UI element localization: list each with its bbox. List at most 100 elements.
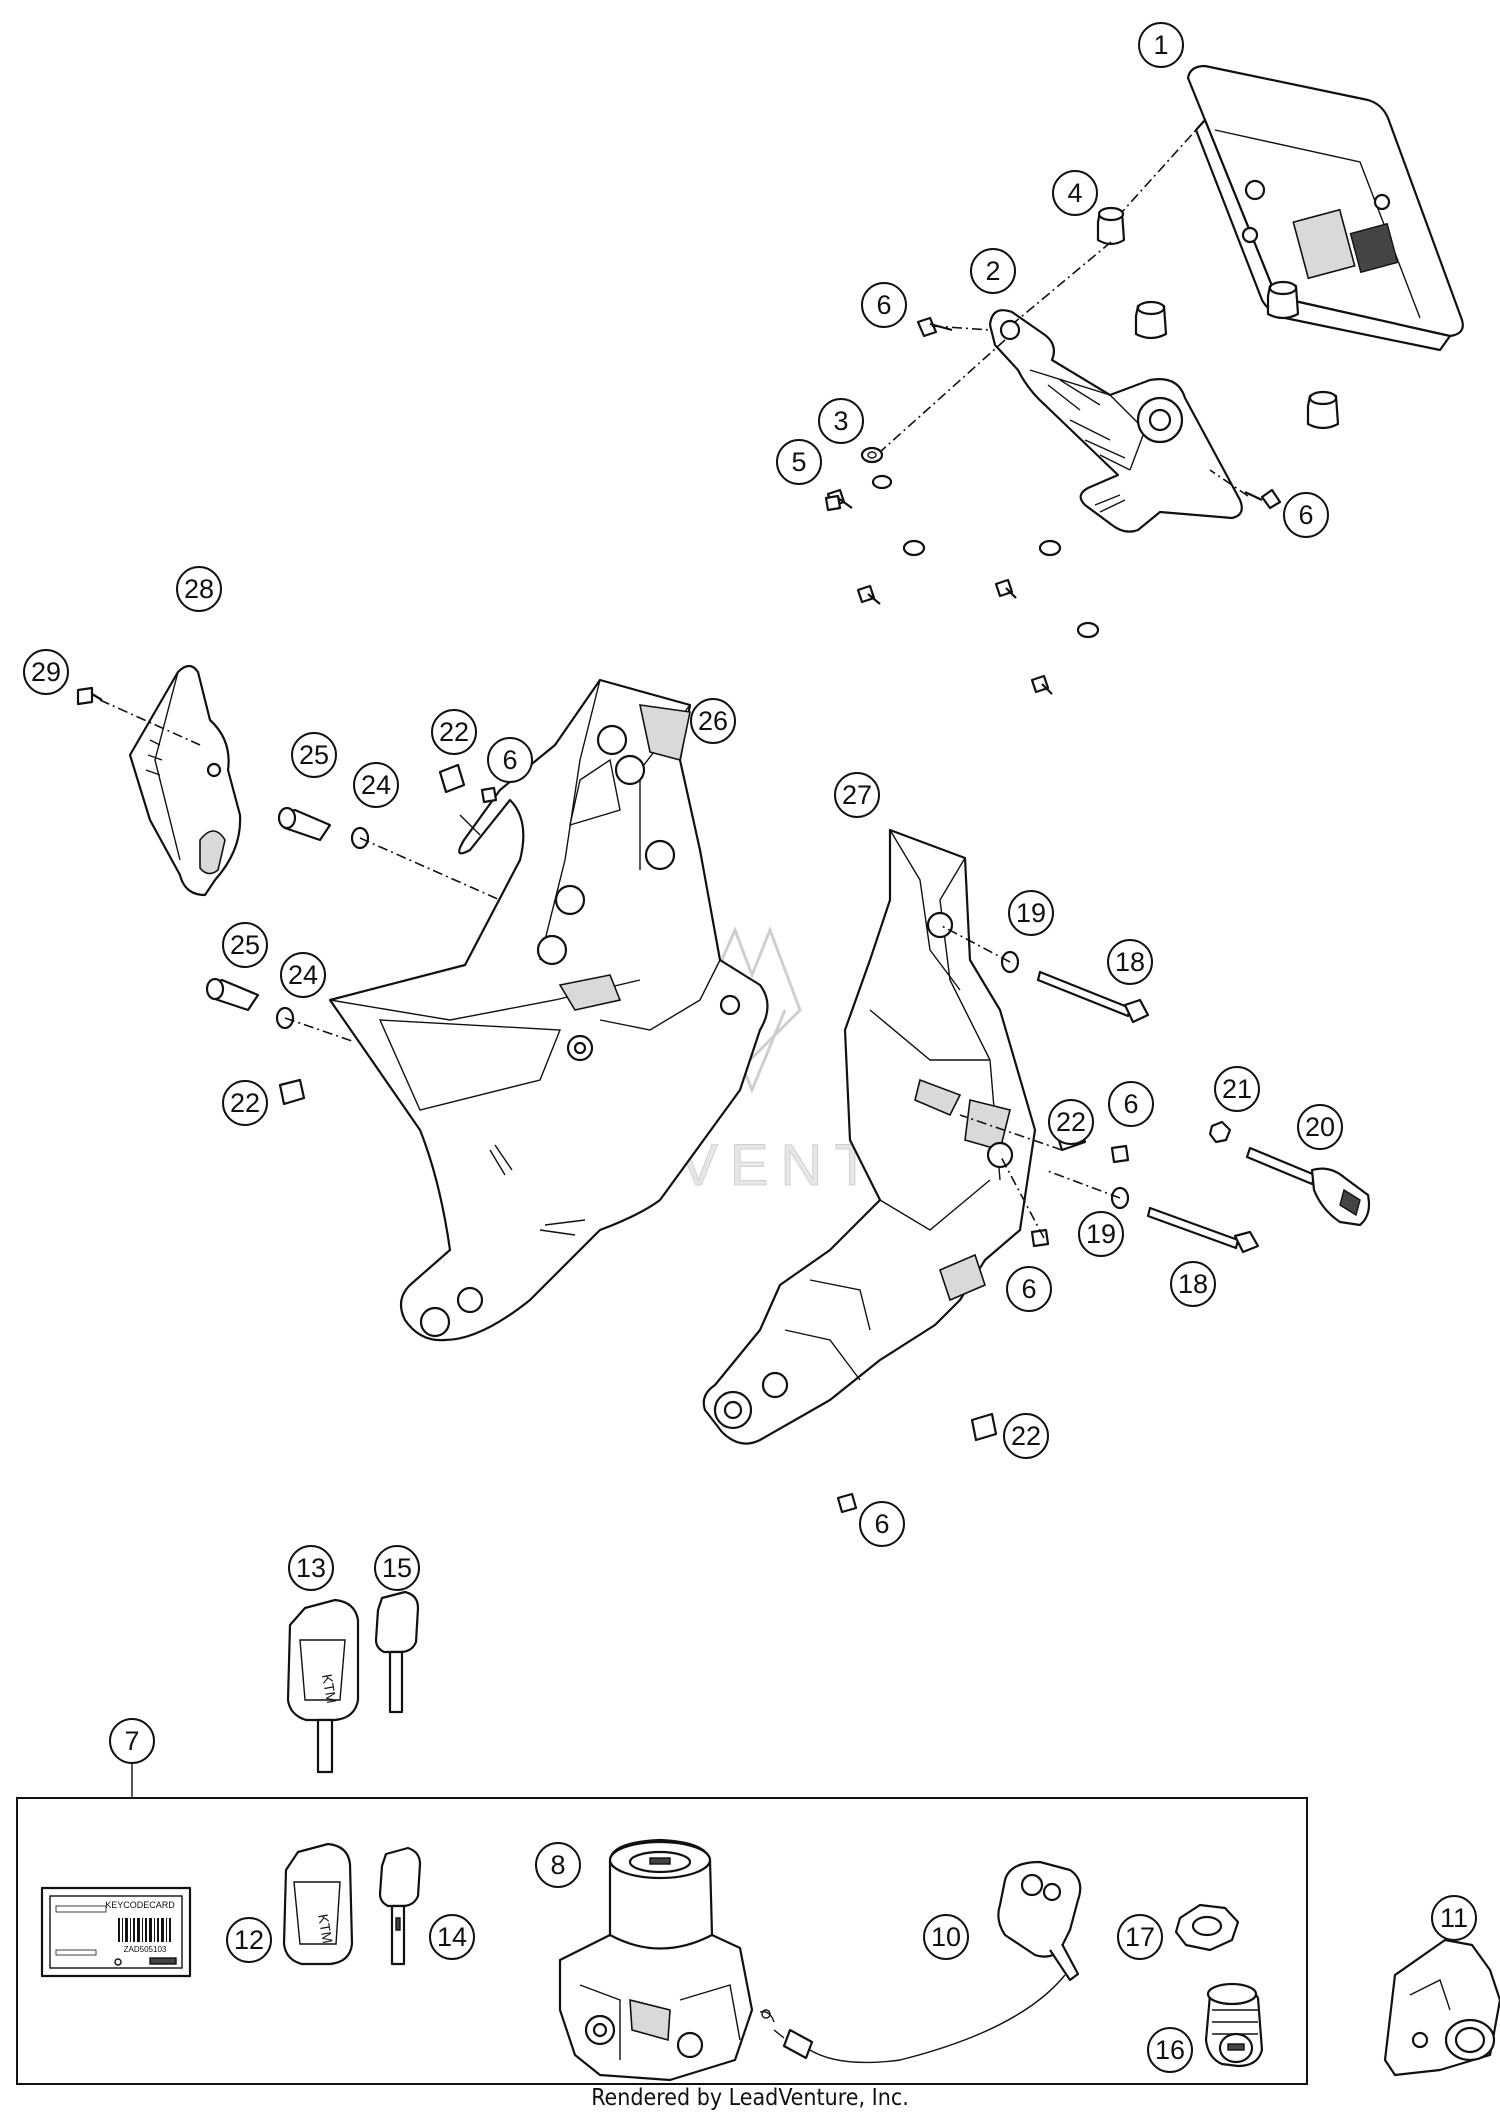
nut[interactable] — [1208, 1120, 1232, 1144]
callout[interactable]: 4 — [1052, 170, 1098, 216]
clip-nut[interactable] — [278, 1078, 306, 1106]
svg-text:6: 6 — [1123, 1089, 1138, 1119]
screw[interactable] — [994, 578, 1017, 599]
callout[interactable]: 3 — [818, 398, 864, 444]
keycard-code: ZAD505103 — [124, 1945, 167, 1954]
callout[interactable]: 6 — [1108, 1081, 1154, 1127]
svg-text:22: 22 — [230, 1088, 260, 1118]
callout[interactable]: 10 — [923, 1914, 969, 1960]
callout[interactable]: 25 — [222, 922, 268, 968]
callout[interactable]: 24 — [280, 952, 326, 998]
svg-text:27: 27 — [842, 780, 872, 810]
callout[interactable]: 7 — [109, 1718, 155, 1764]
screw[interactable] — [1110, 1144, 1130, 1164]
callout[interactable]: 2 — [970, 248, 1016, 294]
screw[interactable] — [1030, 1228, 1050, 1248]
svg-text:25: 25 — [299, 740, 329, 770]
svg-text:17: 17 — [1125, 1922, 1155, 1952]
svg-text:11: 11 — [1440, 1903, 1468, 1933]
part-instrument-cluster[interactable] — [1186, 64, 1464, 352]
callout[interactable]: 5 — [776, 439, 822, 485]
part-lock-housing[interactable] — [1383, 1938, 1500, 2077]
part-left-fairing-bracket[interactable] — [328, 678, 769, 1342]
rubber-damper[interactable] — [1096, 206, 1126, 246]
rubber-damper[interactable] — [1266, 280, 1300, 320]
part-quick-release-bolt[interactable] — [1245, 1146, 1371, 1227]
callout[interactable]: 6 — [487, 737, 533, 783]
callout[interactable]: 21 — [1214, 1066, 1260, 1112]
callout[interactable]: 14 — [429, 1914, 475, 1960]
callout[interactable]: 22 — [1048, 1099, 1094, 1145]
clip-nut[interactable] — [970, 1412, 998, 1442]
screw[interactable] — [836, 1492, 858, 1514]
part-lock-nut[interactable] — [1174, 1903, 1240, 1952]
callout[interactable]: 22 — [1003, 1413, 1049, 1459]
washer[interactable] — [871, 474, 893, 490]
callout[interactable]: 19 — [1078, 1211, 1124, 1257]
callout[interactable]: 8 — [535, 1842, 581, 1888]
svg-text:19: 19 — [1086, 1219, 1116, 1249]
callout[interactable]: 11 — [1431, 1895, 1477, 1941]
part-ignition-lock[interactable] — [558, 1838, 754, 2082]
part-right-fairing-bracket[interactable] — [702, 828, 1037, 1445]
bolt[interactable] — [277, 806, 332, 842]
callout[interactable]: 6 — [859, 1501, 905, 1547]
rubber-damper[interactable] — [1306, 390, 1340, 430]
screw[interactable] — [856, 584, 881, 605]
callout[interactable]: 6 — [1283, 492, 1329, 538]
part-cluster-bracket[interactable] — [988, 309, 1243, 533]
part-side-cover[interactable] — [128, 664, 242, 897]
washer[interactable] — [1076, 621, 1100, 639]
callout[interactable]: 18 — [1107, 939, 1153, 985]
callout[interactable]: 12 — [226, 1917, 272, 1963]
callout[interactable]: 16 — [1147, 2027, 1193, 2073]
screw[interactable] — [76, 686, 103, 706]
callout[interactable]: 13 — [288, 1545, 334, 1591]
bolt[interactable] — [205, 977, 260, 1012]
svg-text:29: 29 — [31, 657, 61, 687]
callout[interactable]: 25 — [291, 732, 337, 778]
rubber-damper[interactable] — [1134, 300, 1168, 340]
screw[interactable] — [1030, 674, 1053, 695]
barcode — [118, 1918, 171, 1942]
callout[interactable]: 17 — [1117, 1914, 1163, 1960]
part-spare-key-set[interactable] — [378, 1846, 422, 1966]
washer[interactable] — [860, 446, 884, 464]
bolt[interactable] — [1146, 1206, 1260, 1254]
callout[interactable]: 26 — [690, 698, 736, 744]
washer[interactable] — [902, 539, 926, 557]
svg-text:8: 8 — [550, 1850, 565, 1880]
washer[interactable] — [1038, 539, 1062, 557]
screw[interactable] — [480, 786, 498, 804]
part-sensor-cable[interactable] — [759, 1860, 1082, 2064]
callout[interactable]: 29 — [23, 649, 69, 695]
callout[interactable]: 6 — [1006, 1266, 1052, 1312]
svg-text:14: 14 — [437, 1922, 467, 1952]
screw[interactable] — [824, 494, 842, 512]
svg-text:18: 18 — [1178, 1269, 1208, 1299]
callout[interactable]: 15 — [374, 1545, 420, 1591]
callout[interactable]: 19 — [1008, 890, 1054, 936]
callout[interactable]: 22 — [431, 709, 477, 755]
part-lock-cylinder[interactable] — [1204, 1982, 1264, 2068]
callout[interactable]: 1 — [1138, 22, 1184, 68]
callout[interactable]: 28 — [176, 566, 222, 612]
callout[interactable]: 20 — [1297, 1104, 1343, 1150]
svg-text:12: 12 — [234, 1925, 264, 1955]
callout[interactable]: 6 — [861, 282, 907, 328]
part-remote-key[interactable]: KTM — [286, 1598, 360, 1774]
svg-text:21: 21 — [1222, 1074, 1252, 1104]
svg-text:24: 24 — [361, 770, 391, 800]
part-keycode-card[interactable]: KEYCODECARD ZAD505103 — [40, 1886, 192, 1978]
callout[interactable]: 24 — [353, 762, 399, 808]
callout[interactable]: 18 — [1170, 1261, 1216, 1307]
bolt[interactable] — [1036, 970, 1150, 1024]
callout[interactable]: 22 — [222, 1080, 268, 1126]
callouts: 1 2 3 4 5 6 6 6 6 6 6 7 8 10 11 12 13 14… — [23, 22, 1477, 2073]
screw[interactable] — [1244, 488, 1282, 510]
callout[interactable]: 27 — [834, 772, 880, 818]
part-spare-key[interactable] — [374, 1590, 420, 1714]
clip-nut[interactable] — [438, 763, 466, 794]
part-remote-key-set[interactable]: KTM — [282, 1842, 354, 1966]
svg-text:24: 24 — [288, 960, 318, 990]
